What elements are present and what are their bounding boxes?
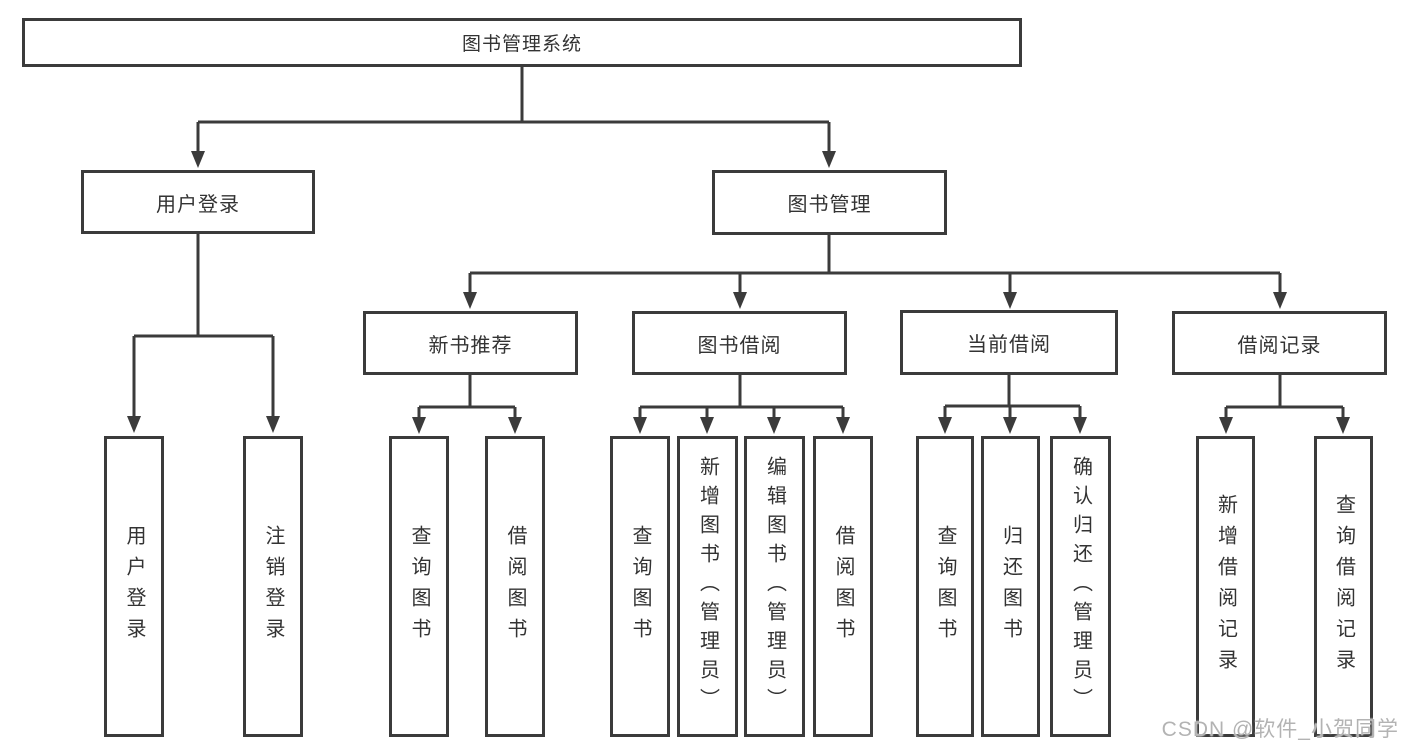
leaf-label: 用户登录 — [123, 524, 145, 649]
leaf-label: 查询图书 — [408, 524, 430, 649]
leaf-confirm-return-admin: 确认归还（管理员） — [1050, 436, 1111, 737]
connector-current-borrow-children — [938, 375, 1087, 434]
leaf-query-borrow-record: 查询借阅记录 — [1314, 436, 1373, 737]
leaf-query-books-newbooks: 查询图书 — [389, 436, 449, 737]
leaf-label: 查询图书 — [629, 524, 651, 649]
leaf-logout: 注销登录 — [243, 436, 303, 737]
leaf-label: 归还图书 — [999, 524, 1022, 649]
node-new-book-recommend: 新书推荐 — [363, 311, 578, 375]
leaf-user-login: 用户登录 — [104, 436, 164, 737]
node-book-management: 图书管理 — [712, 170, 947, 235]
leaf-label: 编辑图书（管理员） — [763, 456, 786, 717]
leaf-label: 新增借阅记录 — [1214, 493, 1237, 680]
leaf-label: 新增图书（管理员） — [696, 456, 719, 717]
leaf-label: 确认归还（管理员） — [1069, 456, 1092, 717]
leaf-label: 借阅图书 — [504, 524, 526, 649]
leaf-label: 注销登录 — [262, 524, 284, 649]
connector-new-books-children — [412, 375, 522, 434]
node-book-borrowing: 图书借阅 — [632, 311, 847, 375]
node-borrowing-records: 借阅记录 — [1172, 311, 1387, 375]
leaf-borrow-books-borrowing: 借阅图书 — [813, 436, 873, 737]
connector-root-to-level2 — [191, 67, 836, 168]
leaf-edit-books-admin: 编辑图书（管理员） — [744, 436, 805, 737]
leaf-return-books: 归还图书 — [981, 436, 1040, 737]
csdn-watermark: CSDN @软件_小贺同学 — [1161, 718, 1399, 741]
leaf-query-books-borrowing: 查询图书 — [610, 436, 670, 737]
node-library-system: 图书管理系统 — [22, 18, 1022, 67]
node-user-login: 用户登录 — [81, 170, 315, 234]
leaf-label: 查询图书 — [934, 524, 956, 649]
connector-user-login-children — [127, 234, 280, 433]
connector-book-borrow-children — [633, 375, 850, 434]
node-current-borrowing: 当前借阅 — [900, 310, 1118, 375]
leaf-add-borrow-record: 新增借阅记录 — [1196, 436, 1255, 737]
connector-book-mgmt-children — [463, 235, 1287, 309]
leaf-add-books-admin: 新增图书（管理员） — [677, 436, 738, 737]
leaf-label: 借阅图书 — [832, 524, 854, 649]
leaf-borrow-books-newbooks: 借阅图书 — [485, 436, 545, 737]
connector-borrow-records-children — [1219, 375, 1350, 434]
leaf-query-books-current: 查询图书 — [916, 436, 974, 737]
leaf-label: 查询借阅记录 — [1332, 493, 1355, 680]
